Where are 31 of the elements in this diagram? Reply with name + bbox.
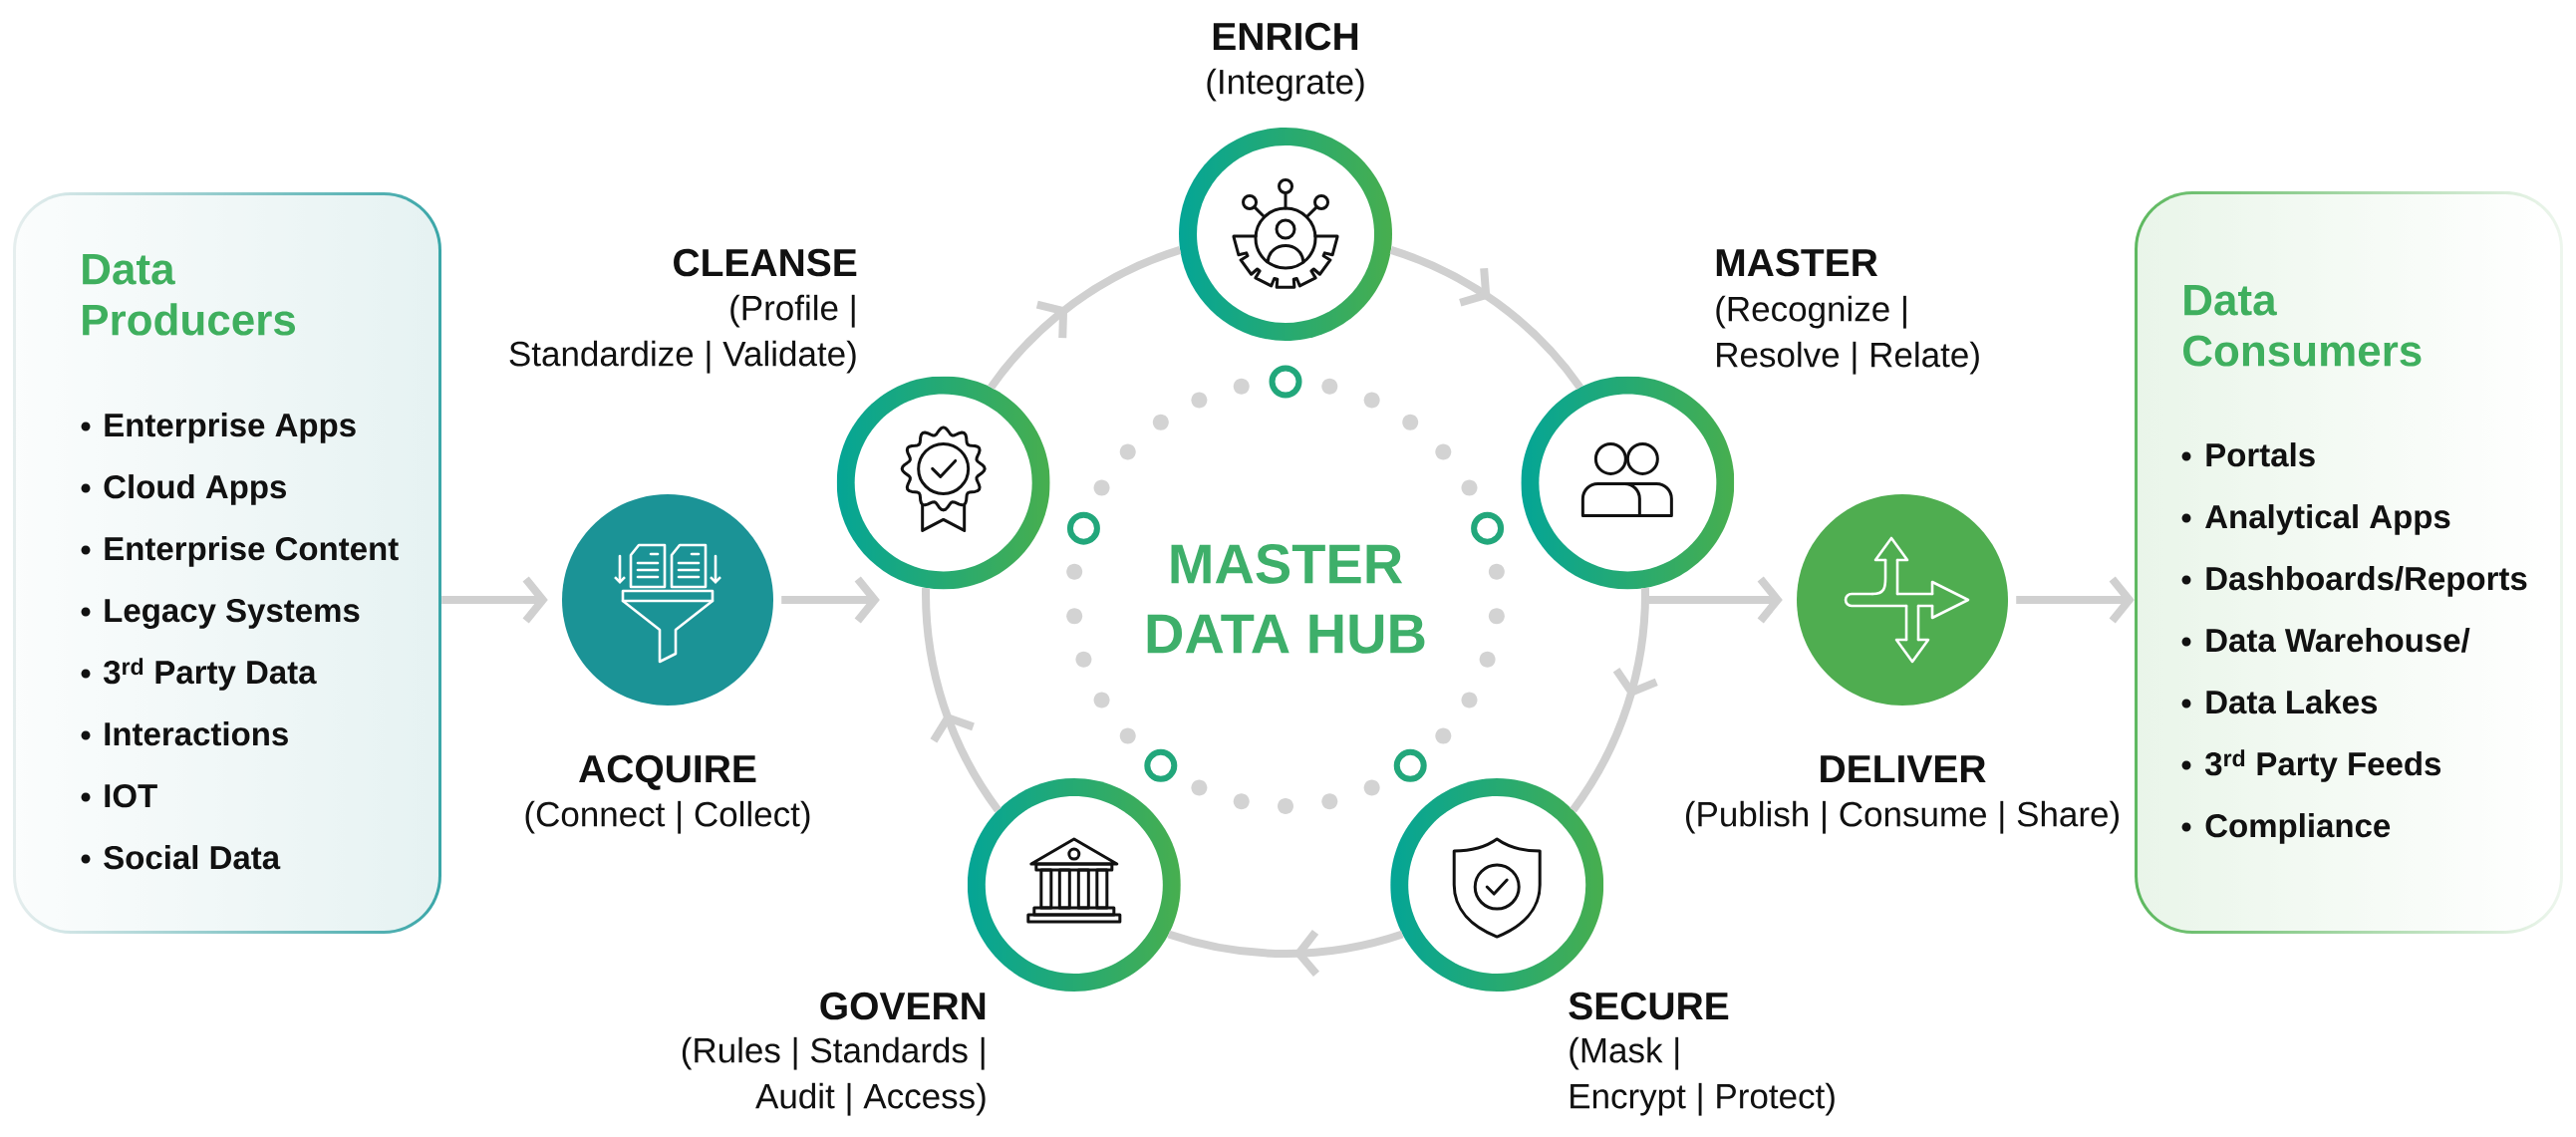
list-item: Social Data — [104, 845, 281, 870]
stage-description: (Profile | Standardize | Validate) — [509, 294, 856, 374]
list-item: 3$^{rd}$ Party Data — [103, 658, 317, 691]
list-item: IOT — [105, 783, 157, 808]
stage-title: DELIVER — [1821, 755, 1986, 782]
stage-title: ACQUIRE — [579, 754, 756, 790]
list-item: Dashboards/Reports — [2206, 566, 2527, 597]
panel-heading: Data Consumers — [2183, 284, 2422, 367]
list-item: Analytical Apps — [2205, 504, 2450, 535]
stage-title: MASTER — [1716, 248, 1878, 277]
stage-title: SECURE — [1569, 992, 1729, 1020]
list-item: Cloud Apps — [104, 474, 286, 505]
list-item: 3$^{rd}$ Party Feeds — [2205, 749, 2441, 782]
list-item: Interactions — [105, 721, 288, 746]
stage-description: (Integrate) — [1207, 68, 1364, 102]
stage-title: ENRICH — [1213, 22, 1358, 51]
stage-description: (Mask | Encrypt | Protect) — [1570, 1036, 1835, 1116]
list-item: Compliance — [2205, 813, 2391, 844]
stage-description: (Rules | Standards | Audit | Access) — [682, 1036, 986, 1116]
stage-title: GOVERN — [820, 992, 986, 1020]
list-item: Legacy Systems — [105, 598, 360, 629]
list-item: Portals — [2206, 442, 2315, 467]
stage-description: (Recognize | Resolve | Relate) — [1716, 295, 1979, 375]
list-item: Data Lakes — [2206, 690, 2378, 714]
list-item: Enterprise Content — [105, 536, 399, 567]
stage-description: (Publish | Consume | Share) — [1686, 800, 2119, 834]
stage-title: CLEANSE — [674, 248, 857, 277]
list-item: Enterprise Apps — [105, 413, 356, 443]
stage-description: (Connect | Collect) — [525, 800, 810, 834]
panel-heading: Data Producers — [83, 253, 296, 336]
list-item: Data Warehouse/ — [2206, 628, 2470, 653]
